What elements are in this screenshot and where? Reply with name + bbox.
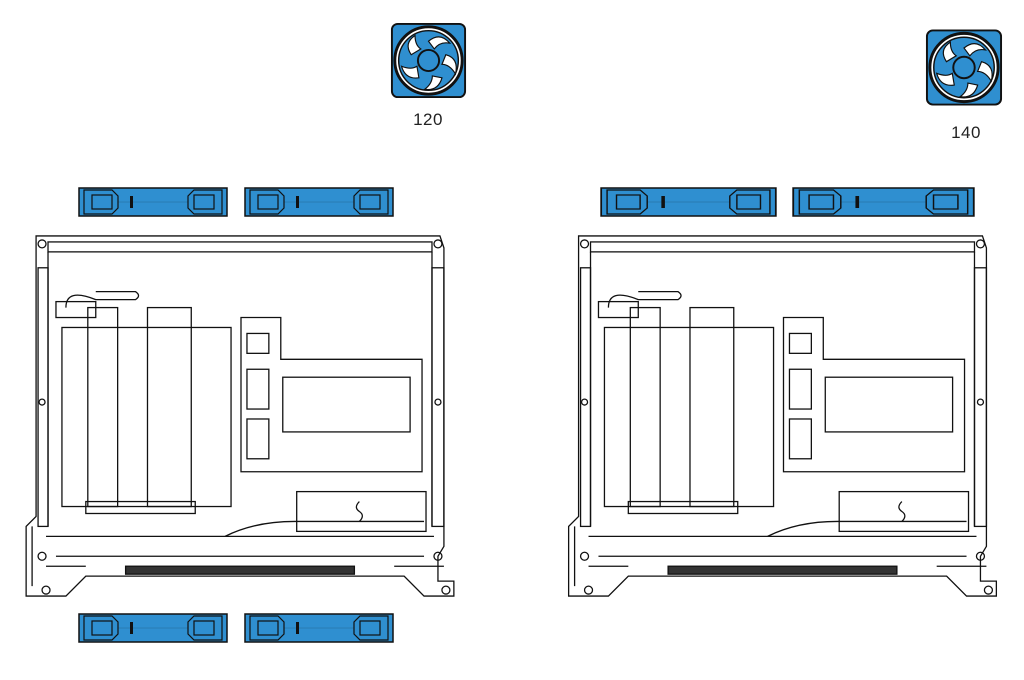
- case-drawing-right: [567, 235, 998, 597]
- fan-side-view-bottom-2: [244, 613, 394, 643]
- fan-side-view-top-140-2: [792, 187, 975, 217]
- fan-icon-120: [390, 22, 467, 99]
- case-drawing-left: [25, 235, 455, 597]
- fan-side-view-bottom-1: [78, 613, 228, 643]
- fan-side-view-top-1: [78, 187, 228, 217]
- fan-side-view-top-2: [244, 187, 394, 217]
- fan-size-label-120: 120: [413, 110, 443, 129]
- fan-side-view-top-140-1: [600, 187, 777, 217]
- fan-size-label-140: 140: [951, 123, 981, 142]
- fan-icon-140: [925, 28, 1003, 107]
